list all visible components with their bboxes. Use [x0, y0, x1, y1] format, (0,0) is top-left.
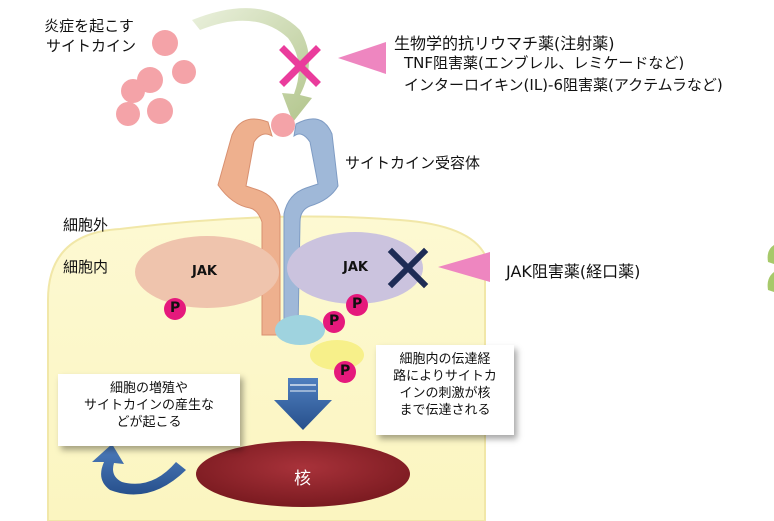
inside-cell-label: 細胞内 — [63, 258, 109, 276]
phosphate-dot — [346, 294, 368, 316]
down-arrow-blue — [274, 378, 332, 430]
cytokine-label-line: 炎症を起こす — [44, 17, 134, 35]
block-cross-pink — [279, 45, 321, 87]
biologic-drug-label: 生物学的抗リウマチ薬(注射薬) — [394, 34, 615, 53]
tnf-inhibitor-label: TNF阻害薬(エンブレル、レミケードなど) — [404, 54, 685, 72]
stat-molecule-blue — [275, 315, 325, 345]
cytokine-particles — [116, 30, 196, 126]
cytokine-label: 炎症を起こす サイトカイン — [42, 16, 136, 56]
signal-box-line: まで伝達される — [399, 403, 491, 418]
nucleus — [196, 441, 410, 507]
green-edge-fragment — [767, 272, 774, 292]
jak-right — [287, 232, 423, 304]
block-cross-navy — [387, 247, 429, 289]
signal-box-line: インの刺激が核 — [399, 386, 491, 401]
pointer-triangle-jak — [438, 252, 490, 282]
signal-box-line: 細胞内の伝達経 — [399, 352, 491, 367]
il6-inhibitor-label: インターロイキン(IL)-6阻害薬(アクテムラなど) — [404, 76, 723, 94]
pointer-triangle-biologic — [338, 42, 386, 74]
phosphate-group — [164, 294, 368, 383]
jak-left — [135, 236, 279, 308]
outcome-box-line: サイトカインの産生な — [83, 398, 214, 413]
curved-blue-arrow — [92, 444, 186, 495]
jak-left-label: JAK — [192, 264, 217, 279]
phosphate-dot — [164, 298, 186, 320]
outcome-box-line: 細胞の増殖や — [109, 381, 188, 396]
phosphate-label: P — [352, 296, 363, 312]
phosphate-dot — [323, 311, 345, 333]
receptor-label: サイトカイン受容体 — [345, 154, 481, 172]
phosphate-dot — [334, 361, 356, 383]
outcome-box-line: どが起こる — [116, 415, 182, 430]
outside-cell-label: 細胞外 — [63, 216, 109, 234]
cytokine-label-line: サイトカイン — [46, 37, 137, 55]
curved-green-arrow — [192, 8, 312, 122]
signal-box-line: 路によりサイトカ — [393, 369, 497, 384]
phosphate-label: P — [340, 363, 351, 379]
nucleus-label: 核 — [294, 469, 311, 489]
green-edge-fragment — [767, 245, 774, 264]
signal-transduction-box: 細胞内の伝達経 路によりサイトカ インの刺激が核 まで伝達される — [376, 345, 514, 435]
phosphate-label: P — [329, 313, 340, 329]
cytokine-dot — [152, 30, 178, 56]
jak-inhibitor-label: JAK阻害薬(経口薬) — [506, 262, 641, 281]
cytokine-dot — [116, 102, 140, 126]
cell-outcome-box: 細胞の増殖や サイトカインの産生な どが起こる — [58, 374, 240, 446]
cytokine-dot — [172, 60, 196, 84]
cytokine-bound — [271, 113, 295, 137]
phosphate-label: P — [170, 300, 181, 316]
cytokine-dot — [121, 79, 145, 103]
cytokine-dot — [147, 98, 173, 124]
jak-right-label: JAK — [343, 260, 368, 275]
